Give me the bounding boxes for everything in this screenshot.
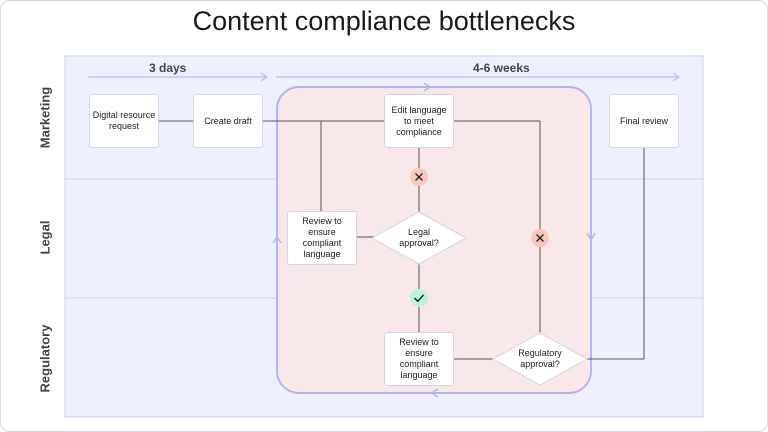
connectors [158, 120, 645, 360]
legal-approval-label: Legal approval? [399, 227, 439, 248]
check-icon [410, 289, 428, 307]
loop-arrow-bottom [430, 388, 439, 398]
x-icon [410, 168, 428, 186]
phase-arrow-3-days [88, 72, 269, 82]
diagram-title: Content compliance bottlenecks [192, 6, 576, 36]
node-edit-language: Edit language to meet compliance [384, 94, 454, 148]
node-digital-resource-request: Digital resource request [89, 94, 159, 148]
regulatory-approval-label: Regulatory approval? [518, 348, 562, 369]
phase-arrow-4-6-weeks [276, 72, 681, 82]
lane-label-marketing: Marketing [37, 86, 53, 149]
node-final-review: Final review [609, 94, 679, 148]
node-regulatory-review: Review to ensure compliant language [384, 332, 454, 386]
loop-arrow-left [272, 235, 282, 244]
x-icon [531, 229, 549, 247]
lane-label-legal: Legal [37, 220, 53, 255]
loop-arrow-top [423, 82, 432, 92]
phase-label-3-days: 3 days [149, 61, 187, 75]
legal-approval-diamond [370, 211, 468, 265]
regulatory-approval-diamond [491, 332, 589, 386]
node-legal-review: Review to ensure compliant language [287, 211, 357, 265]
loop-arrow-right [586, 232, 596, 242]
phase-label-4-6-weeks: 4-6 weeks [473, 61, 530, 75]
node-create-draft: Create draft [193, 94, 263, 148]
lane-label-regulatory: Regulatory [37, 324, 53, 393]
